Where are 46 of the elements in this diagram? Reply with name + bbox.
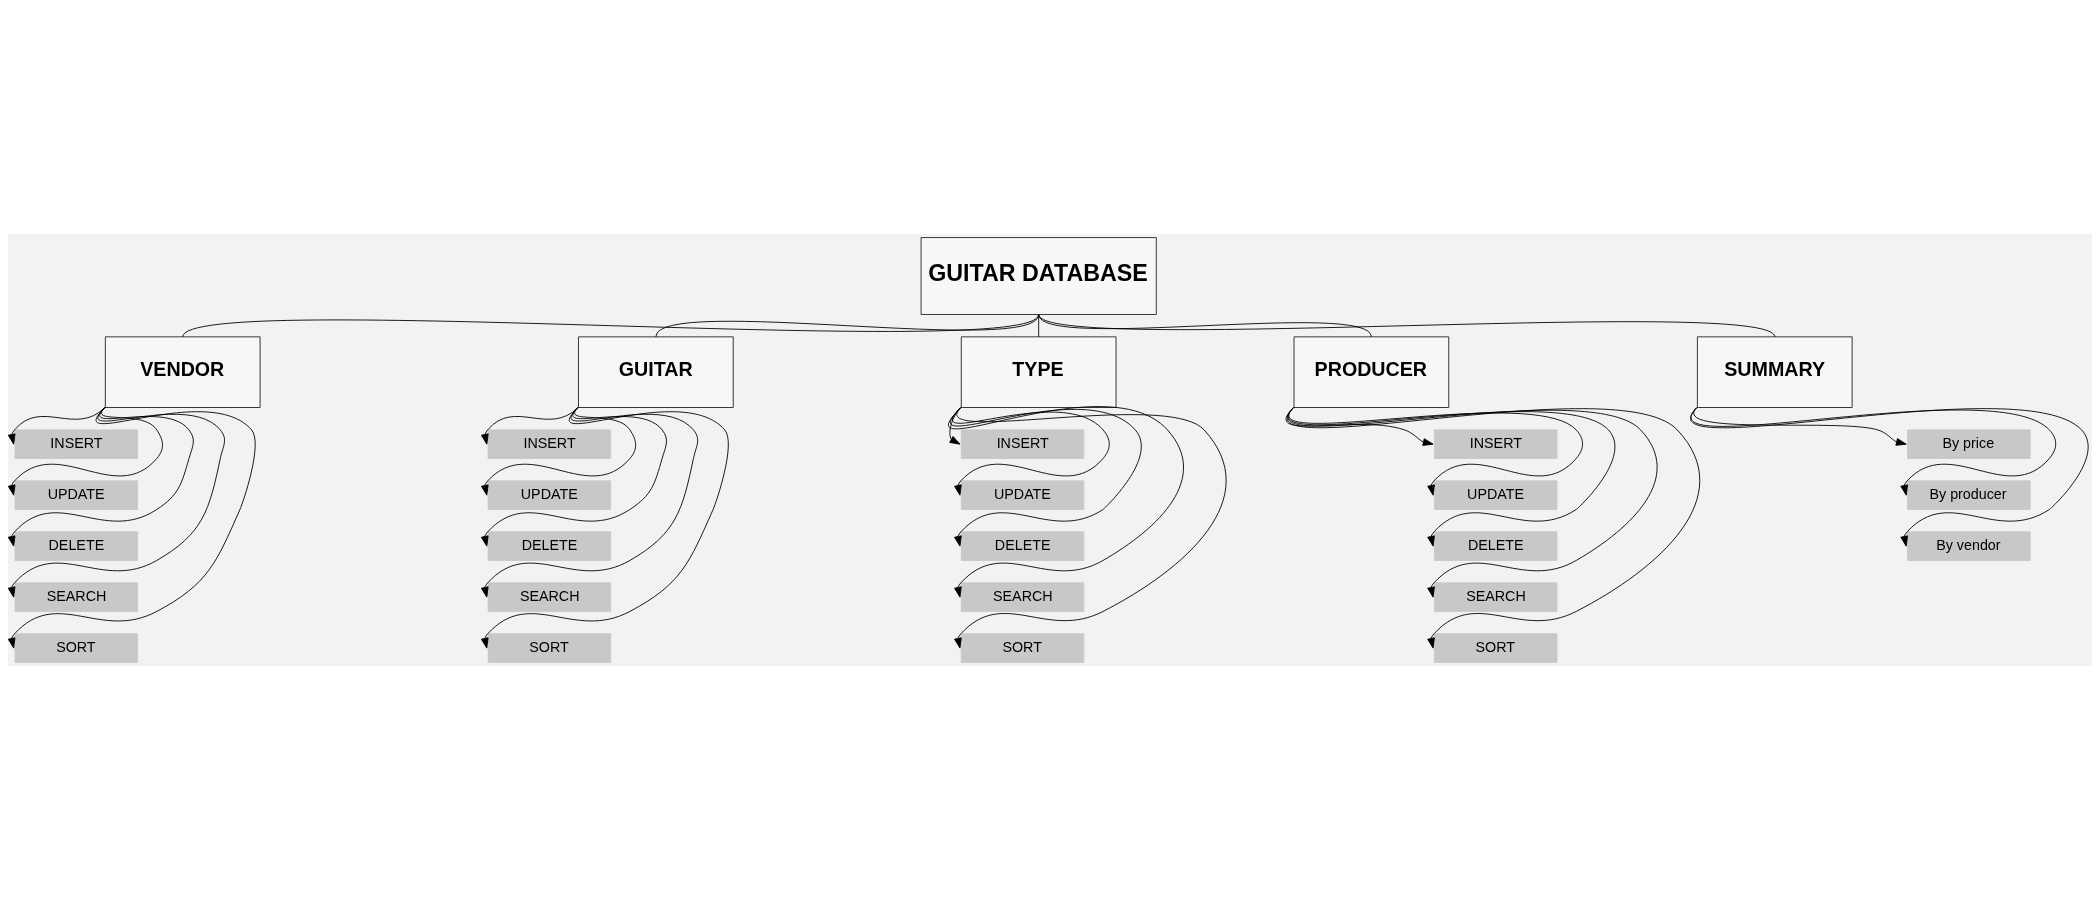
- node-box: DELETE: [960, 531, 1085, 561]
- node-box: SUMMARY: [1696, 336, 1853, 408]
- connector: [1038, 314, 1776, 338]
- arrow: [1690, 407, 2089, 547]
- connector: [655, 314, 1040, 338]
- node-box: VENDOR: [104, 336, 261, 408]
- node-box: UPDATE: [14, 480, 138, 510]
- node-box: INSERT: [487, 429, 612, 459]
- arrow: [8, 407, 194, 547]
- arrow: [8, 407, 163, 496]
- node-box: UPDATE: [487, 480, 612, 510]
- node-box: PRODUCER: [1293, 336, 1450, 408]
- node-box: SORT: [14, 633, 138, 663]
- arrow: [948, 406, 1184, 598]
- node-box: INSERT: [1434, 429, 1558, 459]
- node-box: GUITAR: [578, 336, 734, 408]
- node-box: SORT: [960, 633, 1085, 663]
- node-box: DELETE: [14, 531, 138, 561]
- node-box: SEARCH: [960, 582, 1085, 612]
- arrow: [1286, 407, 1701, 649]
- node-box: GUITAR DATABASE: [920, 237, 1157, 315]
- node-box: DELETE: [1434, 531, 1558, 561]
- arrow: [950, 407, 1142, 547]
- arrow: [480, 407, 729, 649]
- node-box: SEARCH: [487, 582, 612, 612]
- node-box: TYPE: [960, 336, 1117, 408]
- arrow: [8, 407, 225, 598]
- node-box: INSERT: [14, 429, 138, 459]
- arrow: [954, 407, 1227, 649]
- node-box: SORT: [1434, 633, 1558, 663]
- node-box: DELETE: [487, 531, 612, 561]
- node-box: By producer: [1907, 480, 2031, 510]
- node-box: SORT: [487, 633, 612, 663]
- arrow: [1690, 407, 2057, 496]
- node-box: By vendor: [1907, 531, 2031, 561]
- node-box: UPDATE: [960, 480, 1085, 510]
- node-box: INSERT: [960, 429, 1085, 459]
- node-box: SEARCH: [1434, 582, 1558, 612]
- connector: [182, 314, 1040, 338]
- node-box: SEARCH: [14, 582, 138, 612]
- connector: [1038, 314, 1372, 338]
- node-box: By price: [1907, 429, 2031, 459]
- node-box: UPDATE: [1434, 480, 1558, 510]
- connector: [1038, 314, 1040, 338]
- arrow: [1287, 407, 1658, 598]
- arrow: [8, 407, 256, 649]
